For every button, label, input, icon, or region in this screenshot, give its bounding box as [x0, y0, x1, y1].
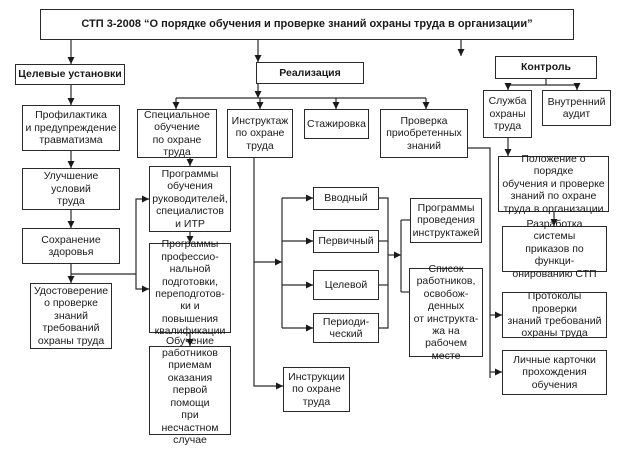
arrow-down-icon	[67, 161, 75, 168]
node-health-preservation: Сохранение здоровья	[22, 228, 120, 264]
arrow-down-icon	[67, 98, 75, 105]
arrow-right-icon	[306, 194, 313, 202]
arrow-down-icon	[256, 102, 264, 109]
node-program-managers: Программы обучения руководителей, специа…	[149, 166, 231, 232]
node-safety-service: Служба охраны труда	[483, 90, 532, 138]
node-internship: Стажировка	[304, 109, 369, 139]
arrow-down-icon	[186, 159, 194, 166]
arrow-right-icon	[142, 195, 149, 203]
arrow-right-icon	[394, 251, 401, 259]
arrow-down-icon	[172, 102, 180, 109]
arrow-right-icon	[495, 368, 502, 376]
connector-line	[253, 158, 283, 387]
arrow-right-icon	[306, 281, 313, 289]
node-first-aid-training: Обучение работников приемам оказания пер…	[149, 335, 231, 446]
node-briefing-targeted: Целевой	[313, 270, 379, 300]
node-safety-instructions: Инструкции по охране труда	[283, 367, 350, 412]
arrow-down-icon	[67, 221, 75, 228]
node-exempt-workers-list: Список работников, освобож- денных от ин…	[409, 263, 483, 362]
connector-line	[379, 197, 389, 329]
node-briefing: Инструктаж по охране труда	[227, 109, 293, 158]
arrow-down-icon	[67, 57, 75, 64]
arrow-down-icon	[573, 83, 581, 90]
node-work-conditions: Улучшение условий труда	[22, 168, 120, 210]
root-node-standard: СТП 3-2008 “О порядке обучения и проверк…	[40, 9, 574, 40]
node-knowledge-check: Проверка приобретенных знаний	[380, 109, 468, 158]
arrow-down-icon	[186, 236, 194, 243]
node-regulation-document: Положение о порядке обучения и проверке …	[498, 153, 609, 215]
node-injury-prevention: Профилактика и предупреждение травматизм…	[22, 105, 120, 151]
node-briefing-introductory: Вводный	[313, 187, 379, 210]
node-briefing-programs: Программы проведения инструктажей	[410, 198, 482, 243]
arrow-down-icon	[550, 219, 558, 226]
node-orders-system: Разработка системы приказов по функци- о…	[502, 218, 607, 280]
arrow-right-icon	[276, 382, 283, 390]
node-check-protocols: Протоколы проверки знаний требований охр…	[502, 290, 607, 339]
node-briefing-primary: Первичный	[313, 230, 379, 253]
arrow-down-icon	[67, 276, 75, 283]
arrow-right-icon	[275, 258, 282, 266]
node-briefing-periodic: Периоди- ческий	[313, 313, 379, 343]
arrow-right-icon	[142, 285, 149, 293]
node-personal-cards: Личные карточки прохождения обучения	[502, 350, 607, 395]
node-program-professional: Программы профессио- нальной подготовки,…	[149, 238, 231, 337]
arrow-down-icon	[254, 55, 262, 62]
node-internal-audit: Внутренний аудит	[542, 90, 611, 126]
arrow-down-icon	[254, 91, 262, 98]
arrow-right-icon	[306, 324, 313, 332]
arrow-down-icon	[186, 339, 194, 346]
node-implementation: Реализация	[256, 62, 364, 84]
arrow-right-icon	[306, 237, 313, 245]
arrow-right-icon	[495, 311, 502, 319]
arrow-down-icon	[422, 102, 430, 109]
arrow-down-icon	[457, 49, 465, 56]
node-control: Контроль	[495, 56, 597, 79]
node-special-training: Специальное обучение по охране труда	[137, 109, 217, 158]
arrow-down-icon	[504, 149, 512, 156]
node-goals: Целевые установки	[15, 64, 125, 85]
connector-line	[135, 198, 149, 274]
node-knowledge-certificate: Удостоверение о проверке знаний требован…	[30, 283, 112, 349]
arrow-down-icon	[504, 83, 512, 90]
connector-line	[468, 147, 491, 378]
arrow-down-icon	[332, 102, 340, 109]
